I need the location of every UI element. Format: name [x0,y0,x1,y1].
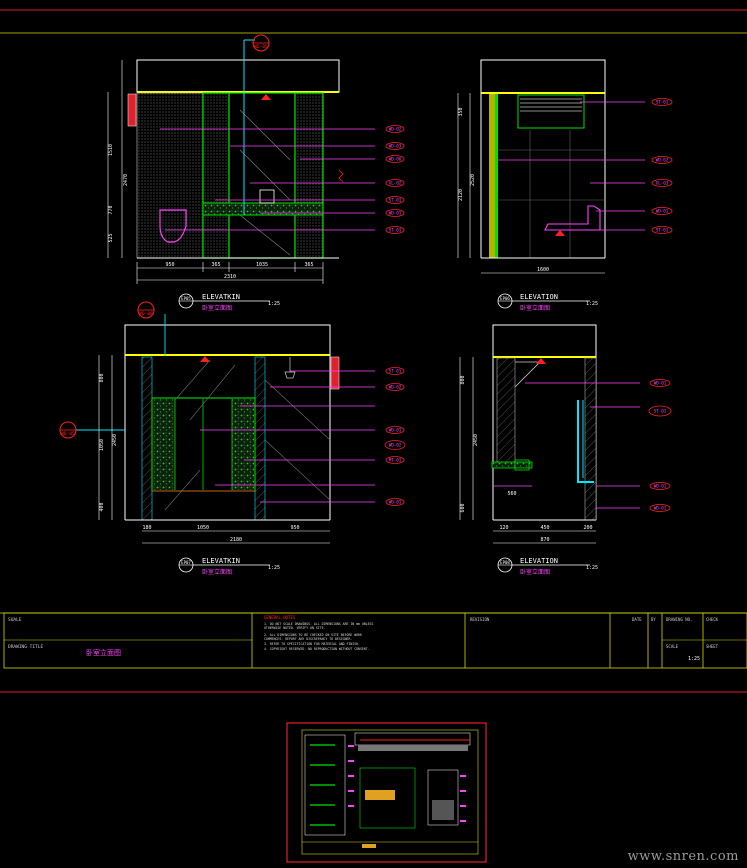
ep05-dim-total: 2310 [224,274,236,280]
ep06-dim-bottom: 1600 [537,267,549,273]
ep08-id: EP08 [500,560,510,565]
notes-line-3: 2. ALL DIMENSIONS TO BE CHECKED ON SITE … [264,633,362,637]
ep05-callout-6: WD-01 [389,211,402,216]
ep06-left-dim-1: 350 [458,107,464,116]
notes-line-6: 4. COPYRIGHT RESERVED. NO REPRODUCTION W… [264,647,370,651]
notes-line-4: COMMENCES. REPORT ANY DISCREPANCY TO DES… [264,637,352,641]
ep06-left-dim-total: 2520 [470,174,476,186]
by-label: BY [651,617,656,622]
ep05-left-dim-2: 770 [108,205,114,214]
ep08-dim-total: 870 [540,537,549,543]
ep07-subtitle: 卧室立面图 [202,568,232,576]
scale-value: 1:25 [688,656,700,662]
ep07-dim-total: 2180 [230,537,242,543]
drawing-no-label: DRAWING NO. [666,617,693,622]
notes-line-2: OTHERWISE NOTED. VERIFY ON SITE. [264,626,325,630]
ep08-inner-dim: 560 [507,491,516,497]
ep05-callout-2: WD-03 [389,144,402,149]
ep07-callout-1: ST-01 [389,369,402,374]
ep07-left-dim-3: 400 [99,502,105,511]
ep08-dim-3: 200 [583,525,592,531]
ep07-callout-2: WD-02 [389,385,402,390]
ep08-left-dim-3: 600 [460,503,466,512]
sheet-label: SHEET [706,644,719,649]
elevation-ep05: WD-05 950 365 1035 365 2310 1510 770 525… [107,34,405,312]
ep05-callout-7: ST-01 [389,228,402,233]
elevation-ep08: 120 450 200 870 560 800 2450 600 WD-01 S… [459,324,672,576]
notes-header: GENERAL NOTES [264,615,296,620]
ep05-subtitle: 卧室立面图 [202,304,232,312]
ep08-callout-3: WD-01 [654,484,667,489]
ep07-left-dim-total: 2450 [112,434,118,446]
ep07-callout-3: WD-01 [389,428,402,433]
ep06-callout-4: WD-01 [656,209,669,214]
drawing-title: 卧室立面图 [86,648,121,657]
ep08-subtitle: 卧室立面图 [520,568,550,576]
ep08-callout-1: WD-01 [654,381,667,386]
ep07-scale: 1:25 [268,565,280,571]
ep07-top-tag: WD-08 [139,311,153,317]
ep06-subtitle: 卧室立面图 [520,304,550,312]
ep08-title: ELEVATION [520,557,558,565]
ep05-dim-2: 365 [211,262,220,268]
ep07-callout-6: WD-01 [389,500,402,505]
ep05-callout-1: WD-02 [389,127,402,132]
revision-label: REVISION [470,617,490,622]
ep05-callout-4: GL-02 [389,181,402,186]
ep06-callout-5: ST-01 [656,228,669,233]
ep06-title: ELEVATION [520,293,558,301]
ep05-title: ELEVATKIN [202,293,240,301]
ep06-left-dim-2: 2120 [458,189,464,201]
ep08-callout-4: WD-01 [654,506,667,511]
ep05-callout-5: ST-01 [389,198,402,203]
title-block: SUALE DRAWING TITLE 卧室立面图 GENERAL NOTES … [3,612,747,669]
ep07-dim-1: 180 [142,525,151,531]
ep05-dim-3: 1035 [256,262,268,268]
sheet-frame [0,9,747,693]
ep08-dim-2: 450 [540,525,549,531]
ep06-callout-2: WD-02 [656,158,669,163]
ep08-dim-1: 120 [499,525,508,531]
ep07-title: ELEVATKIN [202,557,240,565]
ep07-dim-2: 1050 [197,525,209,531]
date-label: DATE [632,617,642,622]
ep06-callout-3: GL-03 [656,181,669,186]
ep05-id: EP05 [181,296,191,301]
sheet-thumbnail [286,722,487,863]
ep05-left-dim-total: 2470 [123,174,129,186]
notes-line-1: 1. DO NOT SCALE DRAWINGS. ALL DIMENSIONS… [264,622,373,626]
ep05-callout-3: WD-06 [389,157,402,162]
watermark: www.snren.com [627,849,739,864]
elevation-ep07: WD-08 WD-05 180 1050 950 2180 800 1050 4… [59,301,406,576]
ep05-scale: 1:25 [268,301,280,307]
ep06-scale: 1:25 [586,301,598,307]
ep07-dim-3: 950 [290,525,299,531]
title-block-scale-heading: SUALE [8,617,22,623]
ep08-left-dim-2: 2450 [473,434,479,446]
ep08-left-dim-1: 800 [460,375,466,384]
check-label: CHECK [706,617,719,622]
ep06-id: EP06 [500,296,510,301]
ep07-left-dim-2: 1050 [99,439,105,451]
ep05-top-tag: WD-05 [254,44,268,50]
ep07-callout-4: WD-02 [389,443,402,448]
ep07-left-tag: WD-05 [61,431,75,437]
ep06-callout-1: ST-01 [656,100,669,105]
ep08-scale: 1:25 [586,565,598,571]
ep08-callout-2: ST-01 [654,409,667,414]
notes-line-5: 3. REFER TO SPECIFICATION FOR MATERIAL A… [264,642,360,646]
ep07-left-dim-1: 800 [99,373,105,382]
ep05-left-dim-3: 525 [108,233,114,242]
ep07-callout-5: MT-01 [389,458,402,463]
ep05-dim-1: 950 [165,262,174,268]
scale-label: SCALE [666,644,679,649]
ep05-left-dim-1: 1510 [108,144,114,156]
ep07-id: EP07 [181,560,191,565]
elevation-ep06: 1600 350 2120 2520 ST-01 WD-02 GL-03 WD-… [457,59,673,312]
title-block-drawing-title-heading: DRAWING TITLE [8,644,44,650]
ep05-dim-4: 365 [304,262,313,268]
